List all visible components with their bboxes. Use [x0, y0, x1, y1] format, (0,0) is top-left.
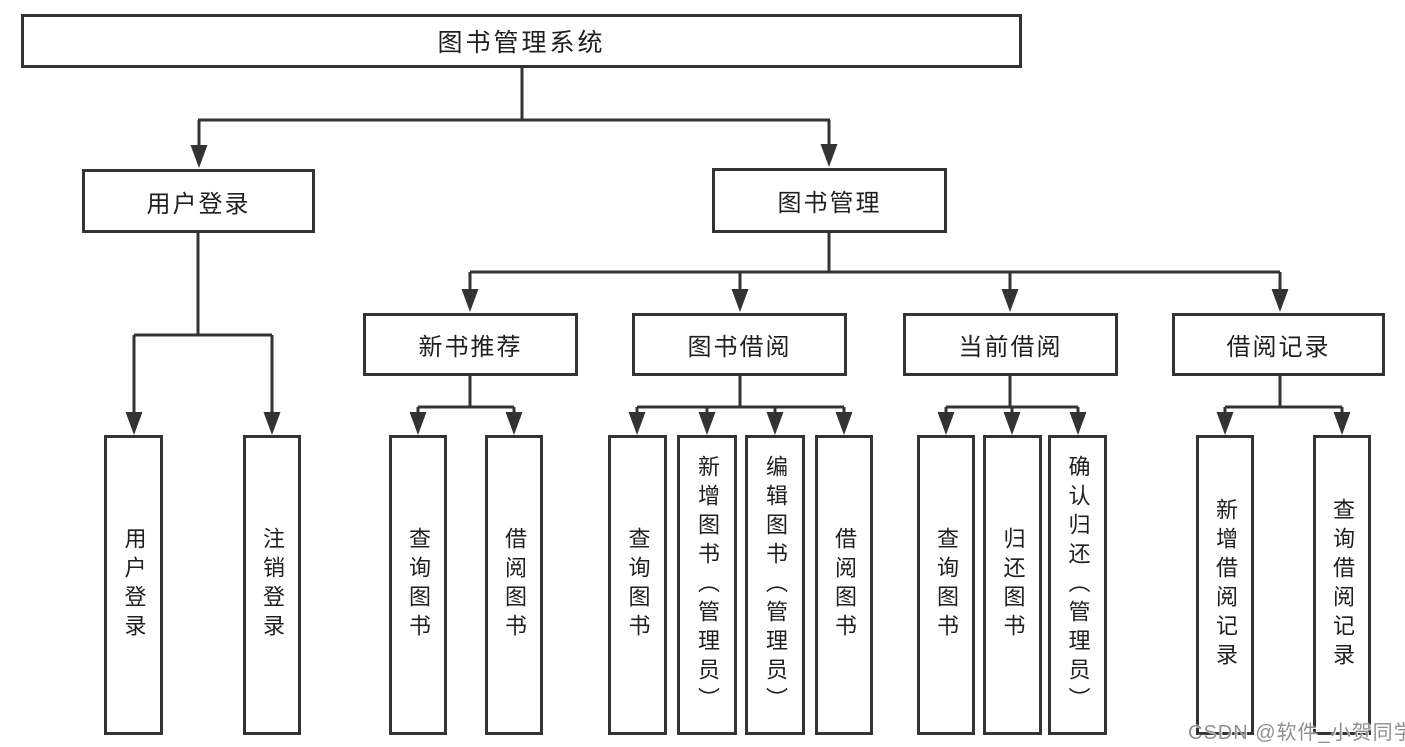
node-label: 图书管理系统 [437, 29, 606, 57]
leaf-label: 新增图书（管理员） [695, 454, 720, 716]
node-label: 图书借阅 [687, 334, 792, 361]
leaf-return-books: 归还图书 [983, 435, 1042, 735]
node-label: 借阅记录 [1226, 334, 1331, 361]
node-label: 当前借阅 [958, 334, 1063, 361]
node-new-book-recommend: 新书推荐 [363, 313, 578, 376]
node-user-login: 用户登录 [82, 169, 315, 233]
node-book-management: 图书管理 [712, 168, 947, 233]
leaf-label: 注销登录 [260, 527, 285, 643]
leaf-confirm-return-admin: 确认归还（管理员） [1048, 435, 1107, 735]
node-label: 图书管理 [777, 190, 882, 217]
leaf-logout: 注销登录 [243, 435, 301, 735]
leaf-query-books-3: 查询图书 [917, 435, 975, 735]
node-root-system: 图书管理系统 [21, 14, 1022, 68]
leaf-query-books-1: 查询图书 [389, 435, 447, 735]
csdn-watermark: CSDN @软件_小贺同学 [1188, 722, 1405, 744]
leaf-add-books-admin: 新增图书（管理员） [677, 435, 737, 735]
leaf-label: 查询图书 [934, 527, 959, 643]
leaf-label: 编辑图书（管理员） [763, 454, 788, 716]
leaf-label: 查询借阅记录 [1330, 498, 1355, 672]
leaf-borrow-books-2: 借阅图书 [815, 435, 873, 735]
leaf-query-borrow-record: 查询借阅记录 [1313, 435, 1371, 735]
node-label: 新书推荐 [418, 334, 523, 361]
leaf-add-borrow-record: 新增借阅记录 [1196, 435, 1254, 735]
leaf-borrow-books-1: 借阅图书 [485, 435, 543, 735]
leaf-label: 借阅图书 [832, 527, 857, 643]
leaf-label: 新增借阅记录 [1213, 498, 1238, 672]
leaf-label: 查询图书 [406, 527, 431, 643]
leaf-user-login: 用户登录 [104, 435, 163, 735]
leaf-label: 确认归还（管理员） [1065, 454, 1091, 716]
leaf-label: 归还图书 [1000, 527, 1026, 643]
leaf-label: 借阅图书 [502, 527, 527, 643]
node-label: 用户登录 [146, 190, 251, 218]
leaf-label: 查询图书 [625, 527, 651, 643]
node-borrow-records: 借阅记录 [1172, 313, 1385, 376]
node-book-borrow: 图书借阅 [632, 313, 847, 376]
leaf-query-books-2: 查询图书 [608, 435, 667, 735]
node-current-borrow: 当前借阅 [903, 313, 1118, 376]
leaf-label: 用户登录 [121, 527, 147, 643]
leaf-edit-books-admin: 编辑图书（管理员） [745, 435, 805, 735]
